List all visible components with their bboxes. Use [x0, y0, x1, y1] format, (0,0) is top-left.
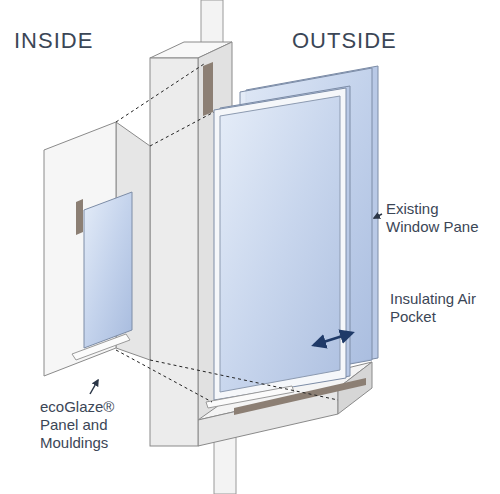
part-label: ecoGlaze® Panel and Mouldings — [40, 398, 140, 452]
ecoglaze-pane — [220, 96, 340, 392]
moulding — [206, 386, 294, 408]
panel-frame — [214, 88, 346, 400]
side-heading: OUTSIDE — [292, 28, 432, 54]
moulding — [72, 334, 130, 360]
glass-edge — [220, 86, 350, 398]
leader-arrow — [90, 380, 98, 394]
side-heading: INSIDE — [14, 28, 134, 54]
moulding — [203, 62, 213, 116]
projection-line — [150, 112, 214, 146]
projection-line — [116, 350, 212, 402]
part-label: Insulating Air Pocket — [390, 290, 486, 326]
air-pocket-arrow — [314, 333, 352, 345]
part-label: Existing Window Pane — [386, 200, 494, 236]
jamb-front — [150, 58, 198, 446]
leader-arrow — [374, 214, 382, 218]
moulding — [76, 199, 83, 235]
projection-line — [116, 64, 204, 122]
wall-post — [201, 0, 223, 44]
inset-panel — [84, 192, 132, 348]
projection-line — [150, 360, 338, 400]
